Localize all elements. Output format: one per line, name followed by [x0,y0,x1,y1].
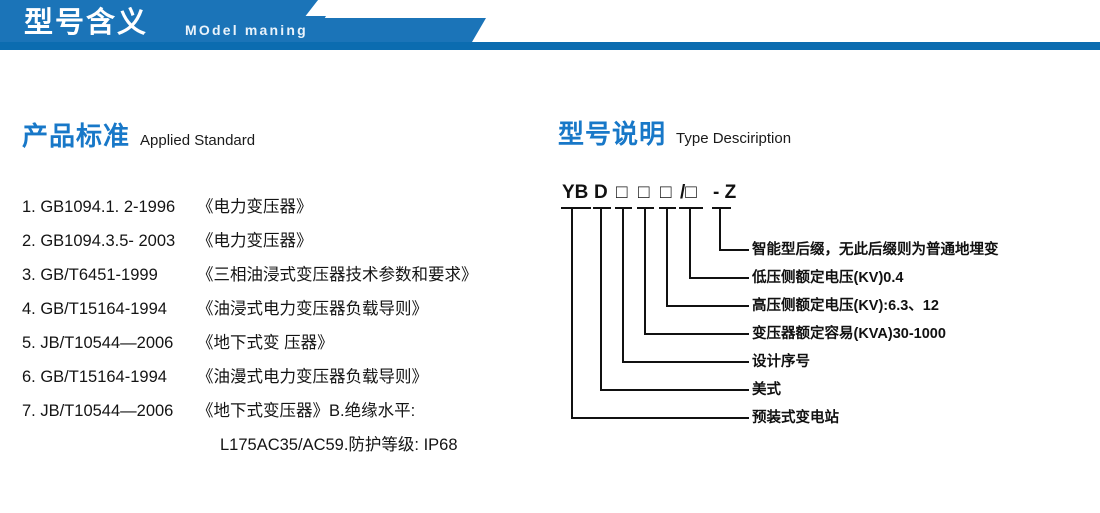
list-item: 7. JB/T10544—2006 《地下式变压器》B.绝缘水平: [22,394,542,428]
model-code-row: YB D □ □ □ /□ - Z [540,180,1100,214]
list-item: 5. JB/T10544—2006 《地下式变 压器》 [22,326,542,360]
standard-title: 《油漫式电力变压器负载导则》 [197,368,428,386]
standards-list: 1. GB1094.1. 2-1996 《电力变压器》 2. GB1094.3.… [22,190,542,462]
code-label-intelligent-suffix: 智能型后缀，无此后缀则为普通地埋变 [752,242,999,258]
section-heading-en: Applied Standard [140,132,256,149]
code-char-slash-box: /□ [680,182,697,203]
standard-title: 《地下式变压器》B.绝缘水平: [197,402,416,420]
leader-lines [561,207,749,419]
standard-continuation: L175AC35/AC59.防护等级: IP68 [220,436,458,454]
standard-code: 1. GB1094.1. 2-1996 [22,198,176,216]
standard-code: 4. GB/T15164-1994 [22,300,167,318]
code-label-hv-rated-voltage: 高压侧额定电压(KV):6.3、12 [752,298,939,314]
standard-code: 7. JB/T10544—2006 [22,402,174,420]
list-item: 2. GB1094.3.5- 2003 《电力变压器》 [22,224,542,258]
code-char-box-2: □ [638,182,650,203]
standard-title: 《电力变压器》 [197,232,313,250]
page-banner: 型号含义 MOdel maning [0,0,1100,52]
code-label-lv-rated-voltage: 低压侧额定电压(KV)0.4 [752,270,904,286]
standard-code: 2. GB1094.3.5- 2003 [22,232,176,250]
section-heading-applied-standard: 产品标准 Applied Standard [22,116,255,153]
code-char-box-3: □ [660,182,672,203]
standard-title: 《油浸式电力变压器负载导则》 [197,300,428,318]
banner-title-cn: 型号含义 [24,7,149,39]
model-code-diagram: YB D □ □ □ /□ - Z [540,180,1100,450]
code-char-box-1: □ [616,182,628,203]
section-heading-cn: 产品标准 [22,121,131,151]
code-label-design-serial-number: 设计序号 [752,354,810,370]
code-label-prefab-substation: 预装式变电站 [752,410,839,426]
standard-title: 《三相油浸式变压器技术参数和要求》 [197,266,478,284]
list-item: 6. GB/T15164-1994 《油漫式电力变压器负载导则》 [22,360,542,394]
list-item: 1. GB1094.1. 2-1996 《电力变压器》 [22,190,542,224]
standard-code: 3. GB/T6451-1999 [22,266,158,284]
code-char-yb: YB [562,182,589,203]
section-heading-type-description: 型号说明 Type Desciription [558,114,791,151]
list-item: 3. GB/T6451-1999 《三相油浸式变压器技术参数和要求》 [22,258,542,292]
standard-code: 5. JB/T10544—2006 [22,334,174,352]
list-item: 4. GB/T15164-1994 《油浸式电力变压器负载导则》 [22,292,542,326]
standard-code: 6. GB/T15164-1994 [22,368,167,386]
code-char-d: D [594,182,608,203]
standard-title: 《地下式变 压器》 [197,334,334,352]
code-label-american-style: 美式 [752,382,781,398]
section-heading-en: Type Desciription [676,130,792,147]
banner-title-en: MOdel maning [185,22,308,38]
code-label-rated-capacity: 变压器额定容易(KVA)30-1000 [752,326,946,342]
section-heading-cn: 型号说明 [558,119,667,149]
standard-title: 《电力变压器》 [197,198,313,216]
code-char-z: - Z [713,182,737,203]
banner-shape [0,0,1100,50]
